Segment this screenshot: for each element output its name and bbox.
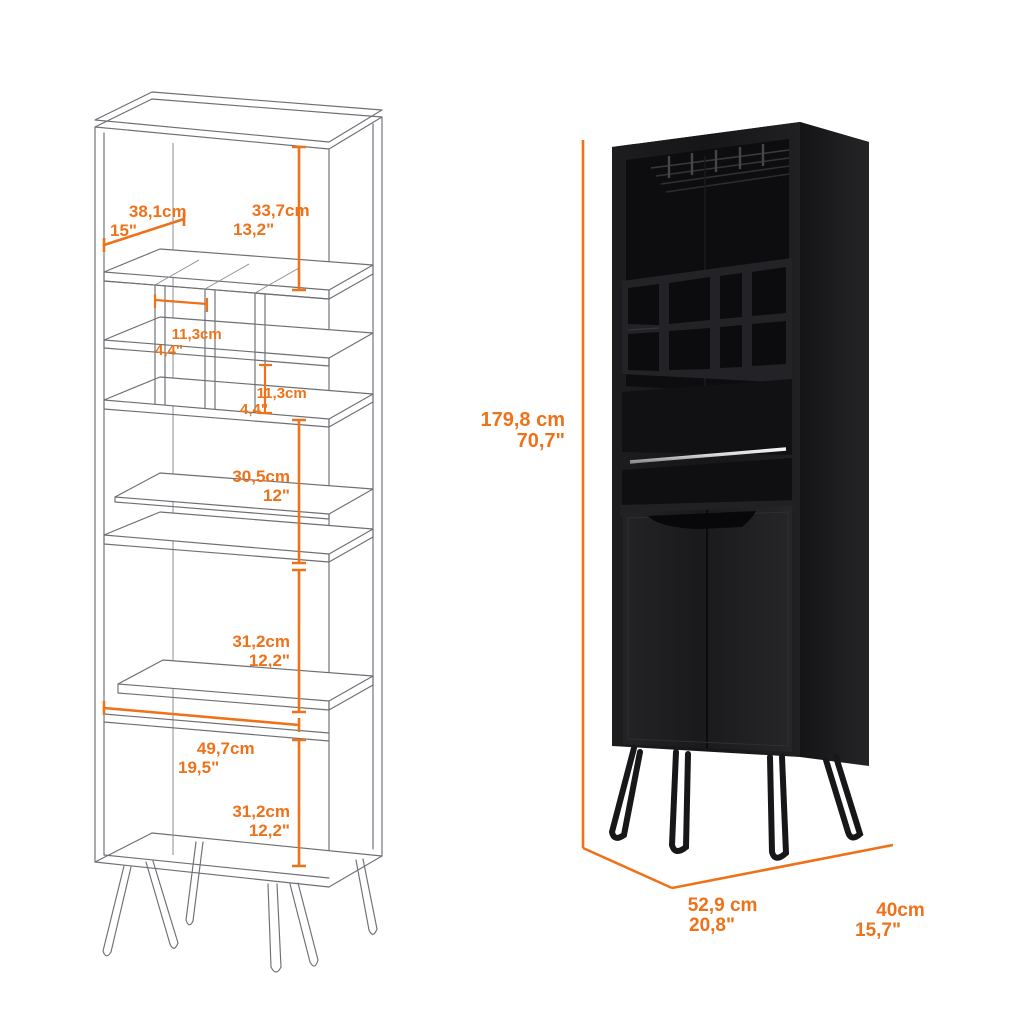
wireframe-open-shelf	[103, 472, 374, 563]
render-cabinet	[608, 122, 869, 861]
wine-cubby-grid	[622, 258, 792, 383]
cabinet-doors	[623, 506, 792, 752]
leg-back-left	[185, 841, 204, 926]
render-legs	[608, 745, 864, 861]
wireframe-cabinet-body	[94, 91, 383, 888]
dimension-lines-left	[102, 145, 306, 868]
chrome-rail	[629, 447, 787, 464]
leg-front-left	[102, 860, 179, 957]
leg-front-right	[267, 882, 319, 973]
stemware-rack	[650, 144, 790, 193]
dimension-lines-right	[581, 140, 894, 890]
wireframe-legs	[102, 841, 378, 973]
wireframe-shelf-middle	[103, 659, 374, 742]
leg-back-right	[355, 858, 378, 935]
